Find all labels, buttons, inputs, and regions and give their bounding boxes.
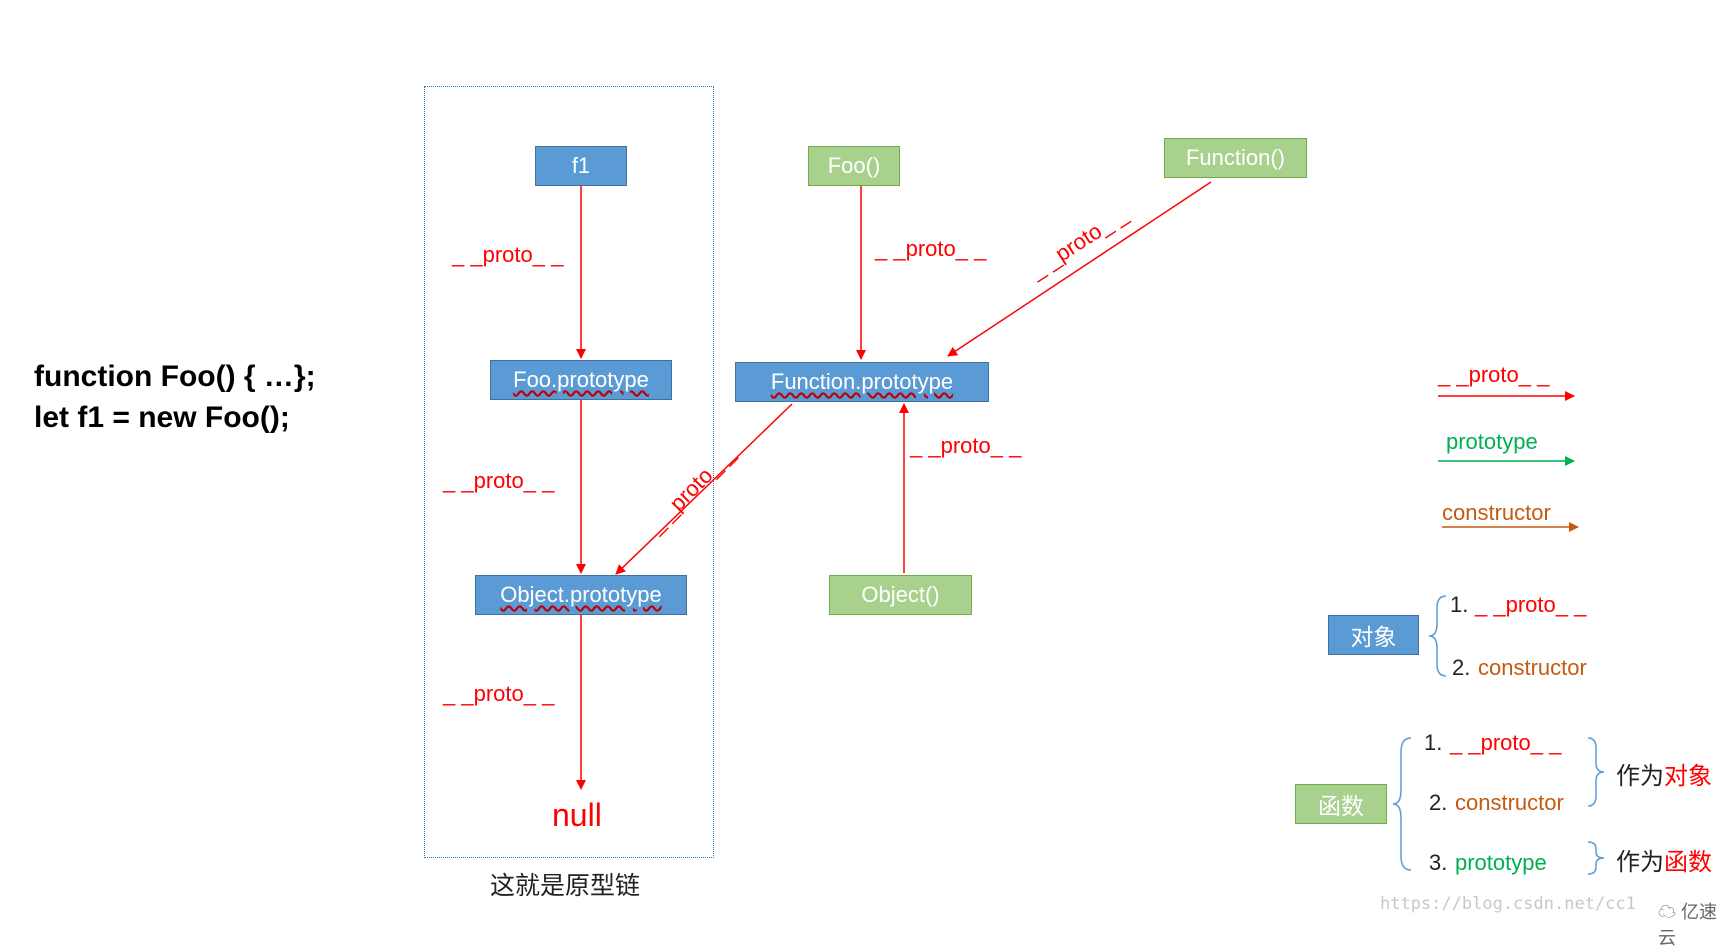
as-object-brace — [1587, 737, 1605, 807]
as-object-note: 作为对象 — [1616, 756, 1712, 791]
node-object: Object() — [829, 575, 972, 615]
function-item-3-num: 3. — [1429, 850, 1448, 875]
node-foo: Foo() — [808, 146, 900, 186]
legend-proto-label: _ _proto_ _ — [1438, 362, 1550, 387]
node-function: Function() — [1164, 138, 1307, 178]
prototype-chain-caption: 这就是原型链 — [490, 871, 641, 900]
node-function-label: Function() — [1185, 145, 1286, 170]
as-object-word: 对象 — [1664, 762, 1712, 790]
code-line-2: let f1 = new Foo(); — [34, 401, 290, 434]
object-group-box: 对象 — [1328, 615, 1419, 655]
node-f1-label: f1 — [571, 153, 591, 178]
arrow-function-prototype-to-object-prototype — [615, 403, 793, 575]
cloud-logo-icon: ☁ — [1658, 902, 1676, 922]
node-foo-prototype: Foo.prototype — [490, 360, 672, 400]
node-foo-label: Foo() — [827, 153, 881, 178]
node-object-prototype: Object.prototype — [475, 575, 687, 615]
object-group-brace — [1428, 595, 1447, 677]
edge-label-object-prototype-null: _ _proto_ _ — [443, 681, 555, 706]
function-item-2-num: 2. — [1429, 790, 1448, 815]
object-group-title: 对象 — [1350, 625, 1397, 651]
node-null: null — [552, 797, 602, 833]
object-item-2-num: 2. — [1452, 655, 1471, 680]
arrow-function-to-function-prototype — [947, 181, 1212, 357]
watermark-url: https://blog.csdn.net/cc1 — [1380, 894, 1636, 914]
function-item-1-num: 1. — [1424, 730, 1443, 755]
function-group-box: 函数 — [1295, 784, 1387, 824]
node-object-prototype-label: Object.prototype — [500, 582, 662, 607]
node-function-prototype-label: Function.prototype — [770, 369, 954, 394]
edge-label-object-function-prototype: _ _proto_ _ — [910, 433, 1022, 458]
legend-prototype-label: prototype — [1446, 429, 1538, 454]
function-group-title: 函数 — [1318, 794, 1364, 820]
function-item-1: _ _proto_ _ — [1450, 730, 1562, 755]
object-item-1-num: 1. — [1450, 592, 1469, 617]
as-function-prefix: 作为 — [1616, 848, 1664, 876]
node-foo-prototype-label: Foo.prototype — [513, 367, 649, 392]
node-f1: f1 — [535, 146, 627, 186]
code-line-1: function Foo() { …}; — [34, 360, 316, 393]
arrows-layer — [576, 181, 1605, 875]
node-function-prototype: Function.prototype — [735, 362, 989, 402]
as-function-word: 函数 — [1664, 848, 1712, 876]
object-item-2: constructor — [1478, 655, 1587, 680]
function-item-3: prototype — [1455, 850, 1547, 875]
function-item-2: constructor — [1455, 790, 1564, 815]
edge-label-foo-prototype-object-prototype: _ _proto_ _ — [443, 468, 555, 493]
legend-constructor-label: constructor — [1442, 500, 1551, 525]
node-object-label: Object() — [861, 582, 940, 607]
watermark-brand: ☁ 亿速云 — [1658, 898, 1734, 950]
edge-label-foo-function-prototype: _ _proto_ _ — [875, 236, 987, 261]
object-item-1: _ _proto_ _ — [1475, 592, 1587, 617]
prototype-chain-box — [424, 86, 714, 858]
as-function-brace — [1587, 841, 1605, 875]
function-group-brace — [1392, 737, 1412, 871]
edge-label-f1-foo-prototype: _ _proto_ _ — [452, 242, 564, 267]
as-object-prefix: 作为 — [1616, 762, 1664, 790]
as-function-note: 作为函数 — [1616, 842, 1712, 877]
code-snippet: function Foo() { …}; let f1 = new Foo(); — [34, 356, 316, 438]
